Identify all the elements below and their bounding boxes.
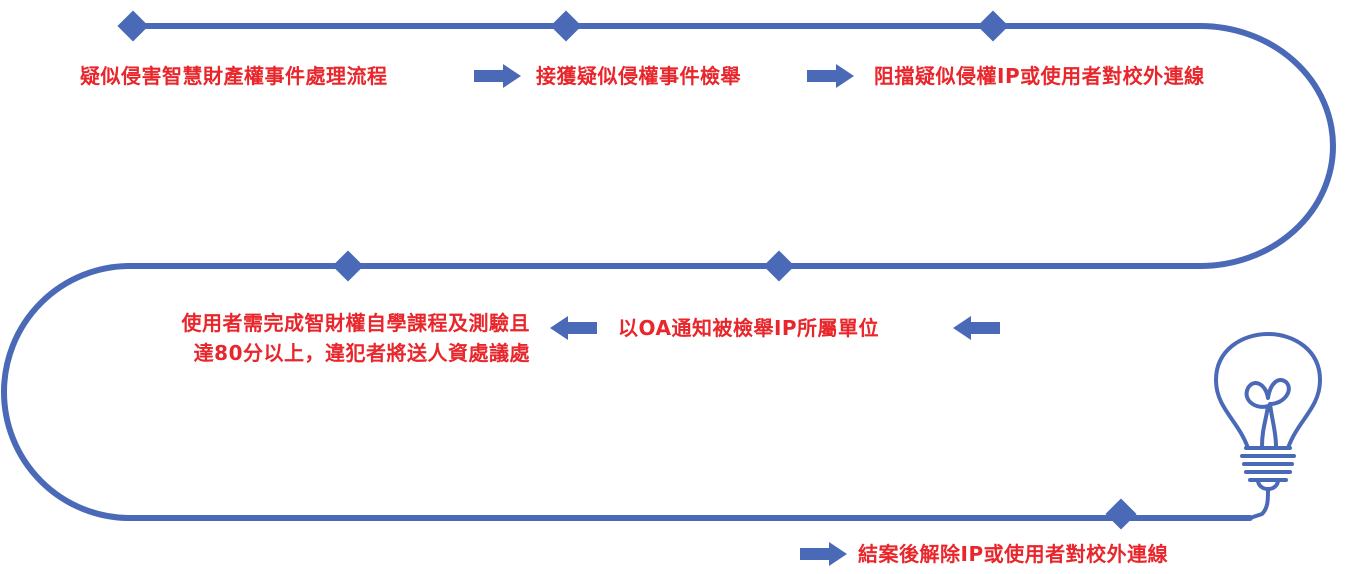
- diamond-node-icon: [117, 10, 149, 42]
- step-2-label: 接獲疑似侵權事件檢舉: [536, 64, 741, 88]
- step-3-label: 阻擋疑似侵權IP或使用者對校外連線: [874, 64, 1205, 88]
- flow-path: [1, 23, 1336, 521]
- arrow-right-icon: [800, 542, 847, 566]
- arrow-right-icon: [807, 64, 854, 88]
- diamond-node-icon: [332, 250, 364, 282]
- diamond-node-icon: [550, 10, 582, 42]
- step-5-label: 使用者需完成智財權自學課程及測驗且 達80分以上，違犯者將送人資處議處: [90, 308, 530, 368]
- diamond-node-icon: [763, 250, 795, 282]
- arrow-left-icon: [953, 316, 1000, 340]
- diamond-node-icon: [1105, 498, 1137, 530]
- lightbulb-icon: [1214, 332, 1322, 520]
- step-4-label: 以OA通知被檢舉IP所屬單位: [618, 316, 880, 340]
- arrow-right-icon: [474, 64, 521, 88]
- step-5-line-2: 達80分以上，違犯者將送人資處議處: [193, 341, 530, 365]
- step-6-label: 結案後解除IP或使用者對校外連線: [858, 542, 1169, 566]
- step-5-line-1: 使用者需完成智財權自學課程及測驗且: [181, 311, 530, 335]
- diamond-node-icon: [977, 10, 1009, 42]
- step-1-label: 疑似侵害智慧財產權事件處理流程: [80, 64, 388, 88]
- arrow-left-icon: [550, 316, 597, 340]
